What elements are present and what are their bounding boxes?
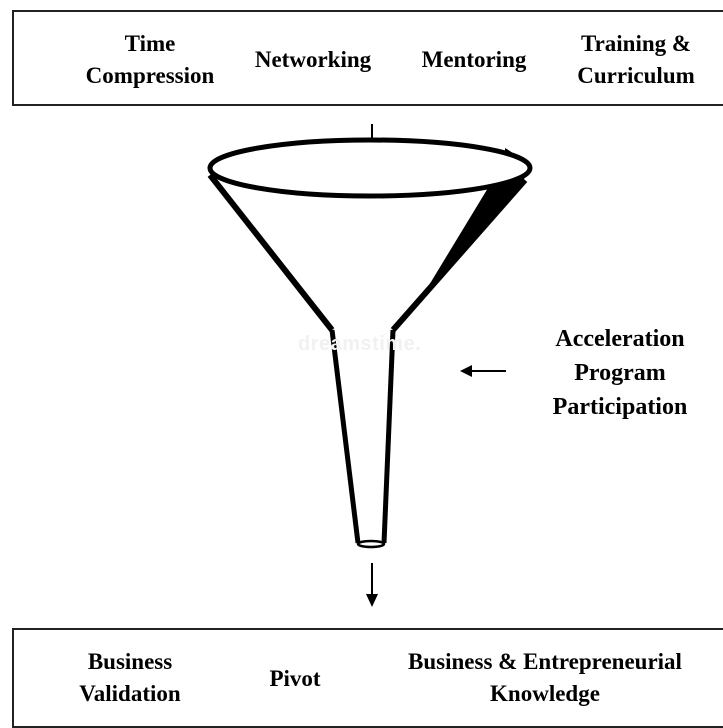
outputs-box bbox=[12, 628, 723, 728]
input-mentoring: Mentoring bbox=[421, 47, 527, 72]
input-training-curriculum: Training & Curriculum bbox=[577, 31, 695, 88]
funnel bbox=[207, 137, 533, 549]
inputs-box bbox=[12, 10, 723, 106]
output-arrow bbox=[366, 563, 378, 607]
input-networking: Networking bbox=[254, 47, 372, 72]
process-label: Acceleration Program Participation bbox=[552, 326, 688, 420]
watermark: dreamstime. bbox=[298, 333, 422, 355]
input-time-compression: Time Compression bbox=[85, 31, 215, 88]
output-pivot: Pivot bbox=[269, 666, 321, 691]
process-arrow bbox=[460, 365, 506, 377]
output-business-validation: Business Validation bbox=[79, 649, 181, 706]
output-knowledge: Business & Entrepreneurial Knowledge bbox=[408, 649, 682, 706]
